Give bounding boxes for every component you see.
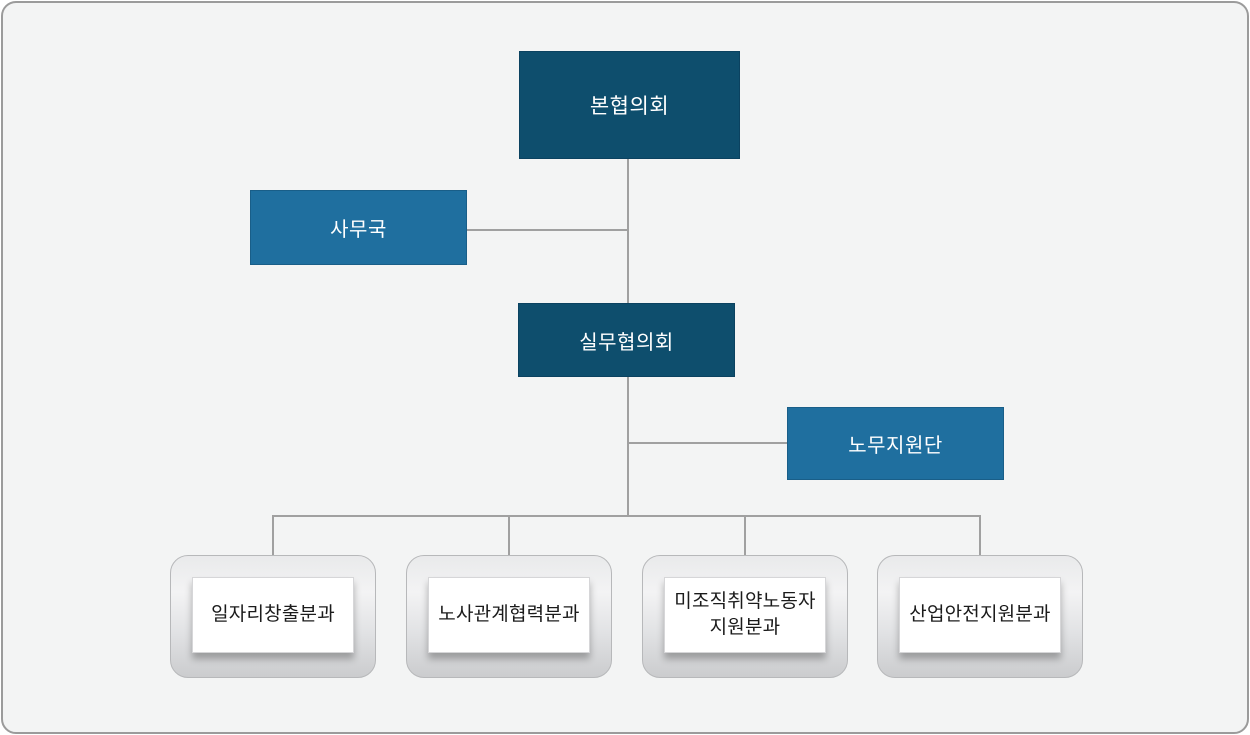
node-secretariat: 사무국	[250, 190, 467, 265]
node-secretariat-label: 사무국	[330, 219, 387, 241]
node-main-council-label: 본협의회	[589, 95, 670, 118]
subcommittee-labor-relations-panel: 노사관계협력분과	[428, 577, 590, 653]
node-subcommittee-labor-relations: 노사관계협력분과	[406, 555, 612, 678]
node-labor-support-label: 노무지원단	[848, 435, 943, 457]
connector-drop-labor-relations	[508, 515, 510, 555]
subcommittee-job-creation-label: 일자리창출분과	[211, 604, 335, 626]
node-working-council: 실무협의회	[518, 303, 735, 377]
subcommittee-unorganized-workers-label-line1: 미조직취약노동자	[674, 591, 816, 613]
node-subcommittee-job-creation: 일자리창출분과	[170, 555, 376, 678]
node-labor-support: 노무지원단	[787, 407, 1004, 480]
node-subcommittee-unorganized-workers: 미조직취약노동자 지원분과	[642, 555, 848, 678]
connector-distribution-bar	[272, 515, 980, 517]
connector-drop-jobs	[272, 515, 274, 555]
connector-working-to-subcommittees	[627, 377, 629, 516]
subcommittee-job-creation-panel: 일자리창출분과	[192, 577, 354, 653]
node-working-council-label: 실무협의회	[579, 331, 674, 354]
node-main-council: 본협의회	[519, 51, 740, 159]
node-subcommittee-industrial-safety: 산업안전지원분과	[877, 555, 1083, 678]
connector-labor-support-branch	[627, 442, 787, 444]
connector-main-to-working	[627, 159, 629, 303]
subcommittee-labor-relations-label: 노사관계협력분과	[438, 604, 580, 626]
connector-secretariat-branch	[467, 229, 628, 231]
subcommittee-unorganized-workers-panel: 미조직취약노동자 지원분과	[664, 577, 826, 653]
subcommittee-unorganized-workers-label-line2: 지원분과	[709, 617, 781, 638]
subcommittee-industrial-safety-panel: 산업안전지원분과	[899, 577, 1061, 653]
connector-drop-unorganized	[744, 515, 746, 555]
connector-drop-industrial-safety	[979, 515, 981, 555]
subcommittee-industrial-safety-label: 산업안전지원분과	[909, 604, 1051, 626]
